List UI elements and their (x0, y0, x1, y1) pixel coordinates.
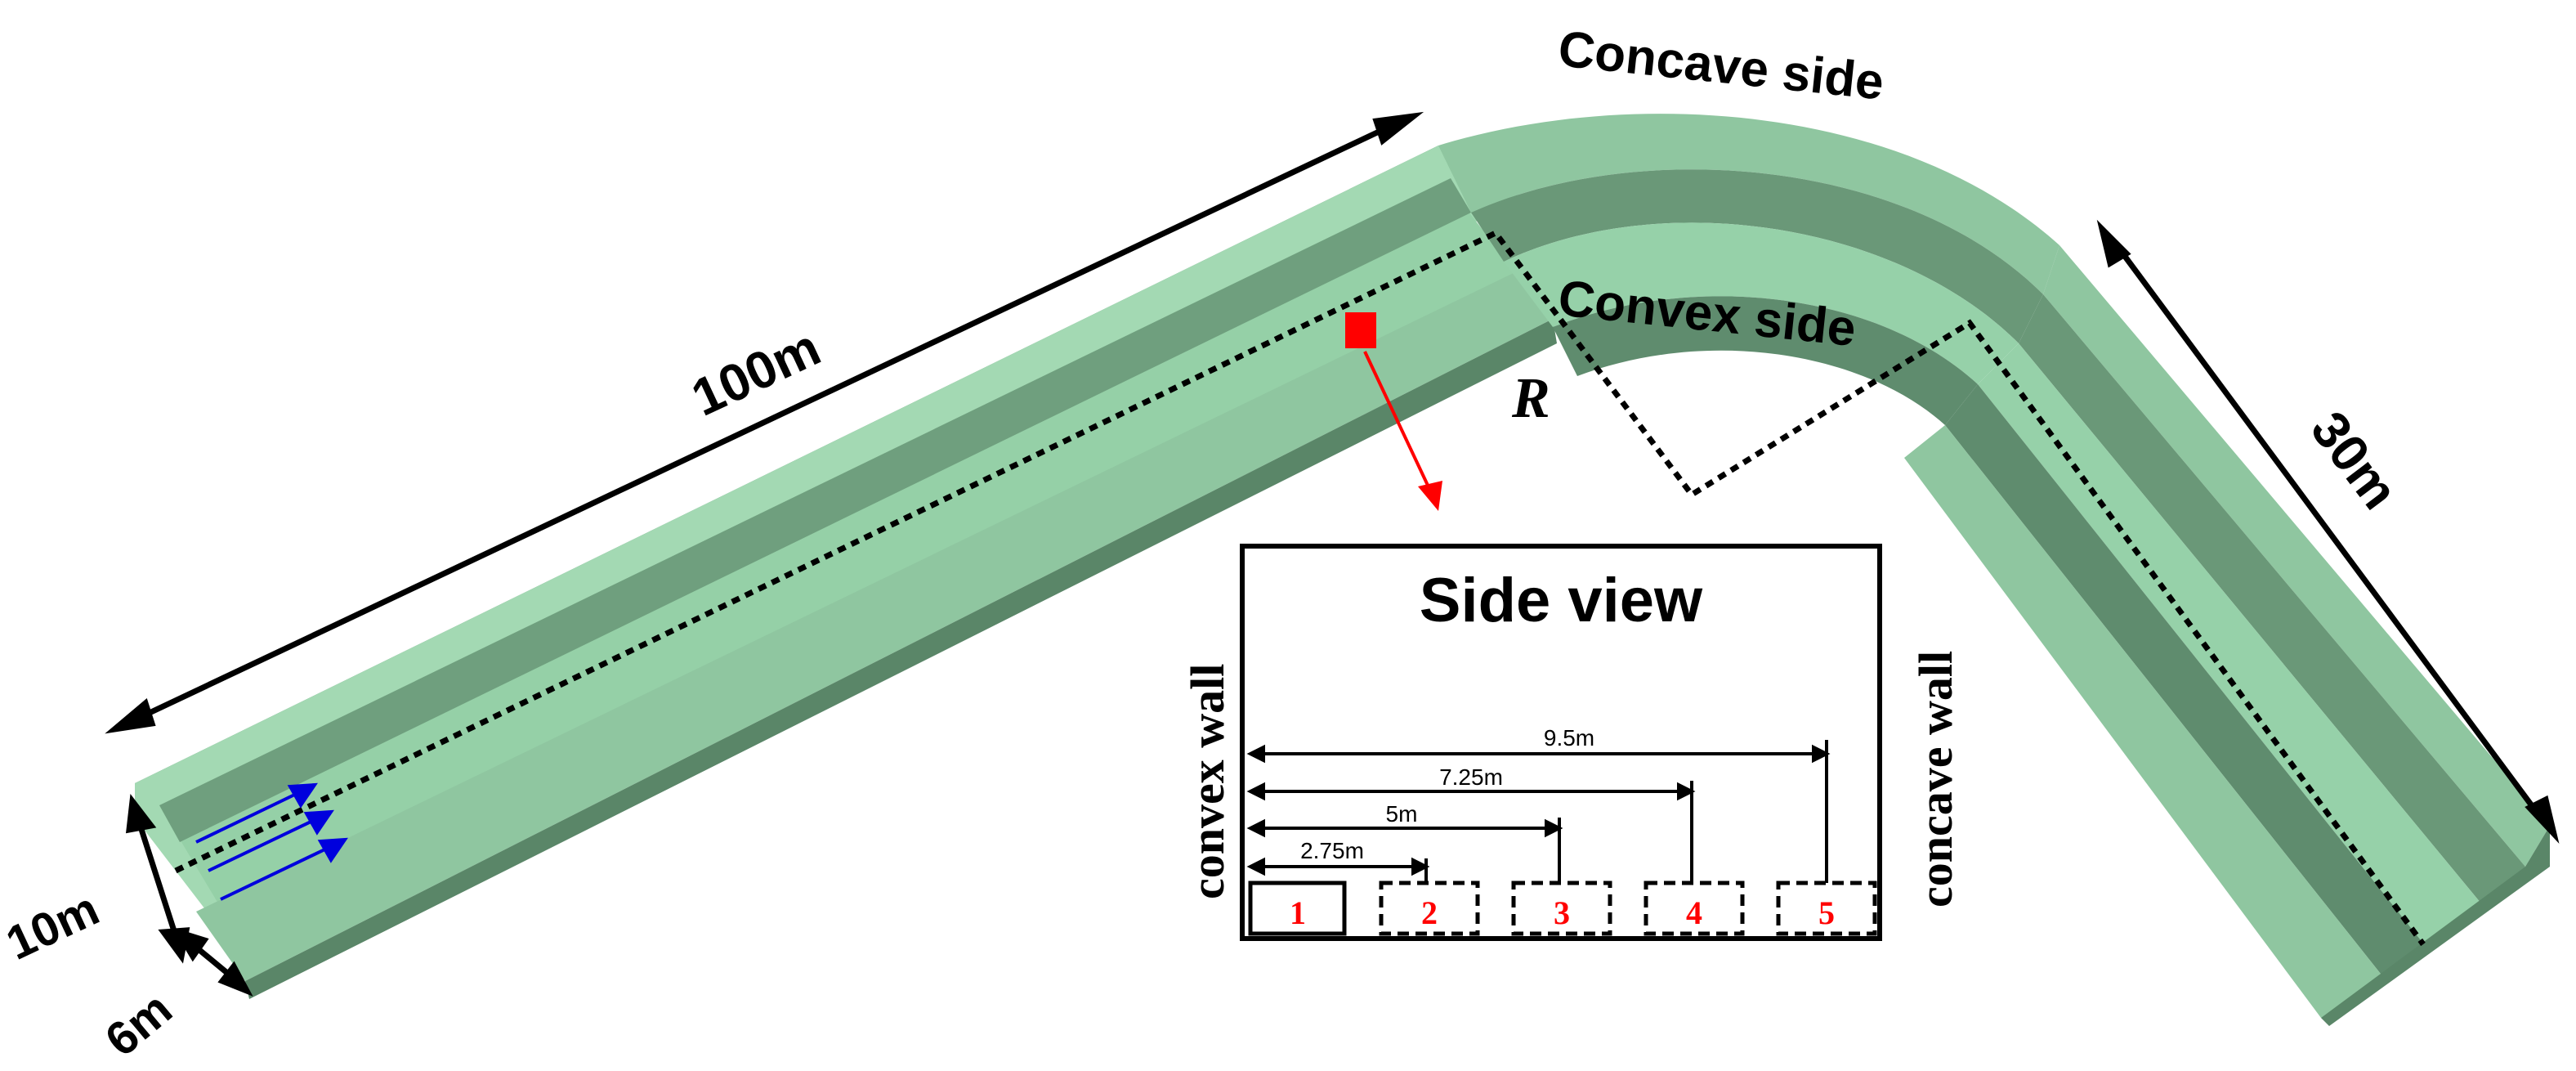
dim-10m-line (136, 820, 179, 938)
exit-outer-wall (2019, 294, 2525, 907)
position-label-5: 5 (1818, 894, 1835, 931)
flow-arrow-2-head (303, 809, 334, 836)
dim-30m-head-b (2525, 795, 2560, 845)
side-view-title: Side view (1420, 566, 1703, 635)
leader-5-tip (1812, 744, 1831, 764)
position-box-5 (1776, 881, 1877, 936)
straight-near-bank (196, 270, 1553, 981)
dimension-arrows (105, 111, 2560, 997)
dim-100m-line (137, 123, 1391, 721)
position-box-4 (1644, 881, 1745, 936)
exit-end-face (2321, 826, 2550, 1026)
distance-label-5m: 5m (1386, 801, 1418, 827)
dim-6m-head-a (172, 926, 209, 962)
marker-square (1345, 312, 1376, 348)
bend-floor (1504, 222, 2019, 384)
convex-wall-label: convex wall (1181, 664, 1234, 899)
centerline (174, 229, 2426, 947)
channel-body (135, 114, 2550, 1026)
dim-30m-line (2114, 243, 2540, 816)
concave-wall-label: concave wall (1909, 651, 1962, 907)
position-box-2 (1379, 881, 1480, 936)
exit-inner-wall (1945, 384, 2427, 981)
straight-near-face (245, 319, 1557, 999)
position-label-1: 1 (1290, 894, 1306, 931)
bend-outer-bank (1438, 114, 2059, 294)
distance-leaders (1246, 740, 1831, 883)
bend-outer-wall (1471, 169, 2043, 343)
leader-4-tip (1677, 782, 1696, 801)
exit-floor (1978, 343, 2484, 948)
position-label-3: 3 (1554, 894, 1570, 931)
flow-arrow-2 (208, 814, 324, 872)
exit-outer-bank (2043, 245, 2550, 867)
marker-pointer (1363, 351, 1432, 491)
leader-3-tip (1545, 818, 1563, 838)
position-box-3 (1511, 881, 1612, 936)
measurement-marker (1345, 312, 1442, 511)
length-100m-label: 100m (682, 317, 829, 427)
leader-2-tip (1411, 857, 1430, 876)
dim-6m-head-b (217, 961, 253, 997)
flow-arrows (195, 782, 348, 901)
length-30m-label: 30m (2300, 401, 2410, 520)
bend-inner-wall (1553, 296, 1978, 425)
dim-100m-head-a (105, 697, 156, 734)
dim-30m-head-a (2096, 219, 2131, 268)
flow-arrow-1-head (287, 782, 318, 809)
leader-4-head (1246, 782, 1265, 801)
flow-arrow-3-head (317, 837, 348, 863)
flow-arrow-3 (220, 842, 338, 901)
leader-5-head (1246, 744, 1265, 764)
exit-near-bank (1904, 425, 2386, 1018)
side-view-inset: Side view 1 2 3 4 5 (1181, 544, 1962, 941)
dim-100m-head-b (1372, 111, 1424, 146)
width-10m-label: 10m (0, 882, 107, 970)
position-label-2: 2 (1421, 894, 1438, 931)
radius-label: R (1511, 367, 1550, 430)
dim-10m-head-a (125, 793, 157, 834)
flow-arrow-1 (195, 787, 307, 844)
distance-label-9-5m: 9.5m (1544, 725, 1594, 751)
concave-side-label: Concave side (1556, 20, 1887, 110)
depth-6m-label: 6m (96, 982, 182, 1067)
position-label-4: 4 (1686, 894, 1702, 931)
position-box-1 (1248, 881, 1347, 936)
marker-pointer-head (1418, 481, 1442, 511)
leader-3-head (1246, 818, 1265, 838)
leader-2-head (1246, 857, 1265, 876)
centerline-path (174, 229, 2426, 947)
straight-inner-wall (159, 178, 1471, 842)
distance-label-7-25m: 7.25m (1439, 764, 1503, 790)
distance-label-2-75m: 2.75m (1300, 838, 1364, 863)
